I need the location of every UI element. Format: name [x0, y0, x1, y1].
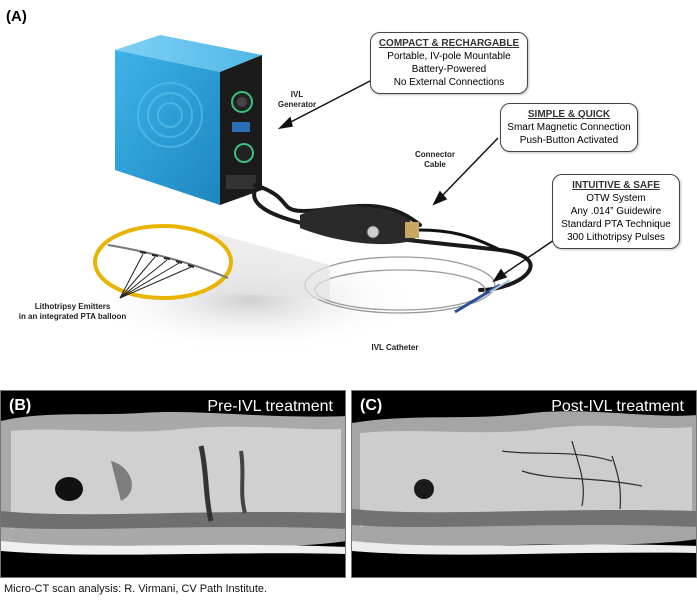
connector-cable-label: Connector Cable: [415, 150, 455, 169]
callout-simple: SIMPLE & QUICK Smart Magnetic Connection…: [500, 103, 638, 152]
ivl-generator: [115, 35, 262, 205]
device-illustration: [80, 35, 558, 355]
panel-c-title: Post-IVL treatment: [551, 398, 684, 415]
callout-intuitive-line: Standard PTA Technique: [561, 219, 671, 230]
catheter-handle: [300, 205, 501, 252]
balloon-magnifier: [93, 224, 233, 300]
callout-simple-heading: SIMPLE & QUICK: [527, 109, 611, 120]
catheter-tip: [454, 279, 511, 314]
micro-ct-pre-image: [1, 412, 345, 555]
micro-ct-pre-panel: (B) Pre-IVL treatment: [0, 390, 346, 578]
callout-compact-line: Portable, IV-pole Mountable: [387, 51, 511, 62]
callout-intuitive-line: Any .014” Guidewire: [570, 206, 662, 217]
callout-intuitive-heading: INTUITIVE & SAFE: [572, 180, 660, 191]
callout-compact: COMPACT & RECHARGABLE Portable, IV-pole …: [370, 32, 528, 94]
panel-b-title: Pre-IVL treatment: [207, 398, 333, 415]
callout-compact-heading: COMPACT & RECHARGABLE: [378, 38, 520, 49]
callout-simple-line: Push-Button Activated: [519, 135, 619, 146]
micro-ct-post-image: [352, 411, 696, 555]
callout-intuitive-line: OTW System: [586, 193, 646, 204]
panel-a-letter: (A): [6, 8, 27, 25]
callout-compact-line: No External Connections: [393, 77, 505, 88]
panel-c-letter: (C): [360, 397, 383, 414]
credit-text: Micro-CT scan analysis: R. Virmani, CV P…: [4, 583, 268, 595]
ivl-catheter-label: IVL Catheter: [371, 343, 419, 352]
callout-simple-line: Smart Magnetic Connection: [507, 122, 631, 133]
callout-intuitive-line: 300 Lithotripsy Pulses: [567, 232, 665, 243]
generator-label: IVL Generator: [277, 90, 317, 109]
micro-ct-post-panel: (C) Post-IVL treatment: [351, 390, 697, 578]
callout-intuitive: INTUITIVE & SAFE OTW System Any .014” Gu…: [552, 174, 680, 249]
callout-compact-line: Battery-Powered: [411, 64, 487, 75]
panel-b-letter: (B): [9, 397, 32, 414]
emitters-label: Lithotripsy Emitters in an integrated PT…: [18, 302, 127, 321]
